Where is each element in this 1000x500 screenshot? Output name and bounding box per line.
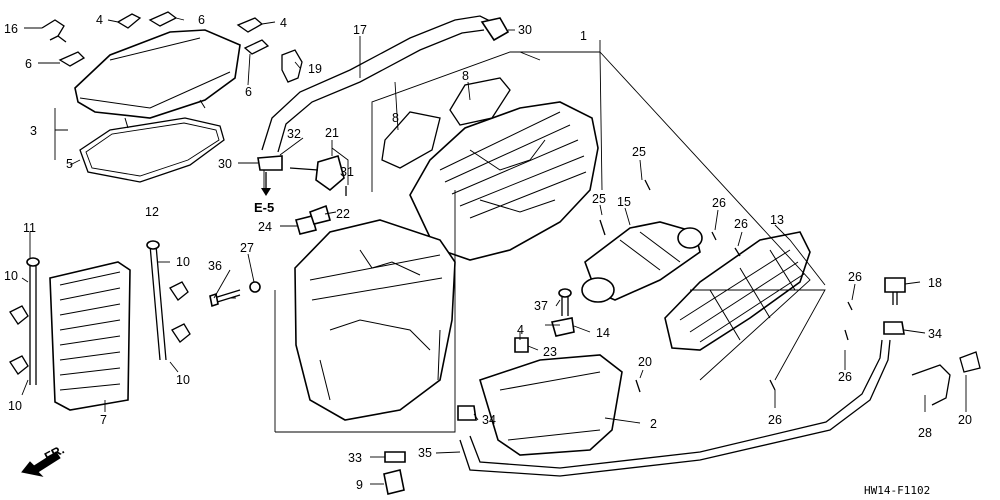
callout-6-top: 6 [198,13,205,27]
callout-5: 5 [66,157,73,171]
lower-cover [479,354,623,456]
callout-14: 14 [596,326,610,340]
gasket-8-right [449,77,511,126]
callout-31: 31 [340,165,354,179]
gasket-8-left [381,111,441,169]
drain-tube [459,339,891,477]
callout-26-b: 26 [734,217,748,231]
callout-24: 24 [258,220,272,234]
callout-30-left: 30 [218,157,232,171]
callout-2: 2 [650,417,657,431]
reference-label: E-5 [254,200,274,215]
callout-13: 13 [770,213,784,227]
air-cleaner-cover [74,29,241,129]
element-rods [26,240,167,385]
callout-10-ll: 10 [8,399,22,413]
callout-20-right: 20 [958,413,972,427]
callout-3: 3 [30,124,37,138]
callout-25-top: 25 [632,145,646,159]
callout-19: 19 [308,62,322,76]
callout-34-center: 34 [482,413,496,427]
element-clips [9,281,191,375]
callout-18: 18 [928,276,942,290]
callout-23: 23 [543,345,557,359]
callout-16: 16 [4,22,18,36]
callout-8-left: 8 [392,111,399,125]
callout-6-right: 6 [245,85,252,99]
callout-12: 12 [145,205,159,219]
callout-28: 28 [918,426,932,440]
callout-1: 1 [580,29,587,43]
callout-7: 7 [100,413,107,427]
callout-26-c: 26 [848,270,862,284]
breather-hose [257,15,510,171]
callout-21: 21 [325,126,339,140]
callout-22: 22 [336,207,350,221]
air-cleaner-element [49,261,131,411]
callout-8-right: 8 [462,69,469,83]
small-fasteners [209,154,981,495]
callout-10-ul: 10 [4,269,18,283]
assembly-brackets [274,51,826,433]
callout-26-e: 26 [768,413,782,427]
callout-9: 9 [356,478,363,492]
callout-34-right: 34 [928,327,942,341]
air-cleaner-case-upper [409,101,599,261]
drawing-code: HW14-F1102 [864,484,930,497]
callout-30-top: 30 [518,23,532,37]
callout-4-right: 4 [280,16,287,30]
callout-10-lr: 10 [176,373,190,387]
callout-labels: 1 2 3 4 4 4 5 6 6 6 7 8 8 9 10 10 10 10 … [4,13,972,492]
leader-lines [21,17,967,485]
callout-37: 37 [534,299,548,313]
front-direction-arrow [21,451,61,477]
callout-6-left: 6 [25,57,32,71]
callout-17: 17 [353,23,367,37]
callout-32: 32 [287,127,301,141]
callout-27: 27 [240,241,254,255]
callout-25-mid: 25 [592,192,606,206]
callout-35: 35 [418,446,432,460]
cover-gasket [79,117,225,183]
callout-4-left: 4 [96,13,103,27]
reference-arrow [261,172,271,196]
callout-10-ur: 10 [176,255,190,269]
callout-26-d: 26 [838,370,852,384]
callout-33: 33 [348,451,362,465]
callout-26-a: 26 [712,196,726,210]
callout-11: 11 [23,221,36,235]
callout-20-center: 20 [638,355,652,369]
resonator-tubes [581,221,703,303]
callout-36: 36 [208,259,222,273]
air-cleaner-case-lower [294,219,456,421]
callout-4-lower: 4 [517,323,524,337]
resonator-chamber [664,231,811,351]
callout-15: 15 [617,195,631,209]
